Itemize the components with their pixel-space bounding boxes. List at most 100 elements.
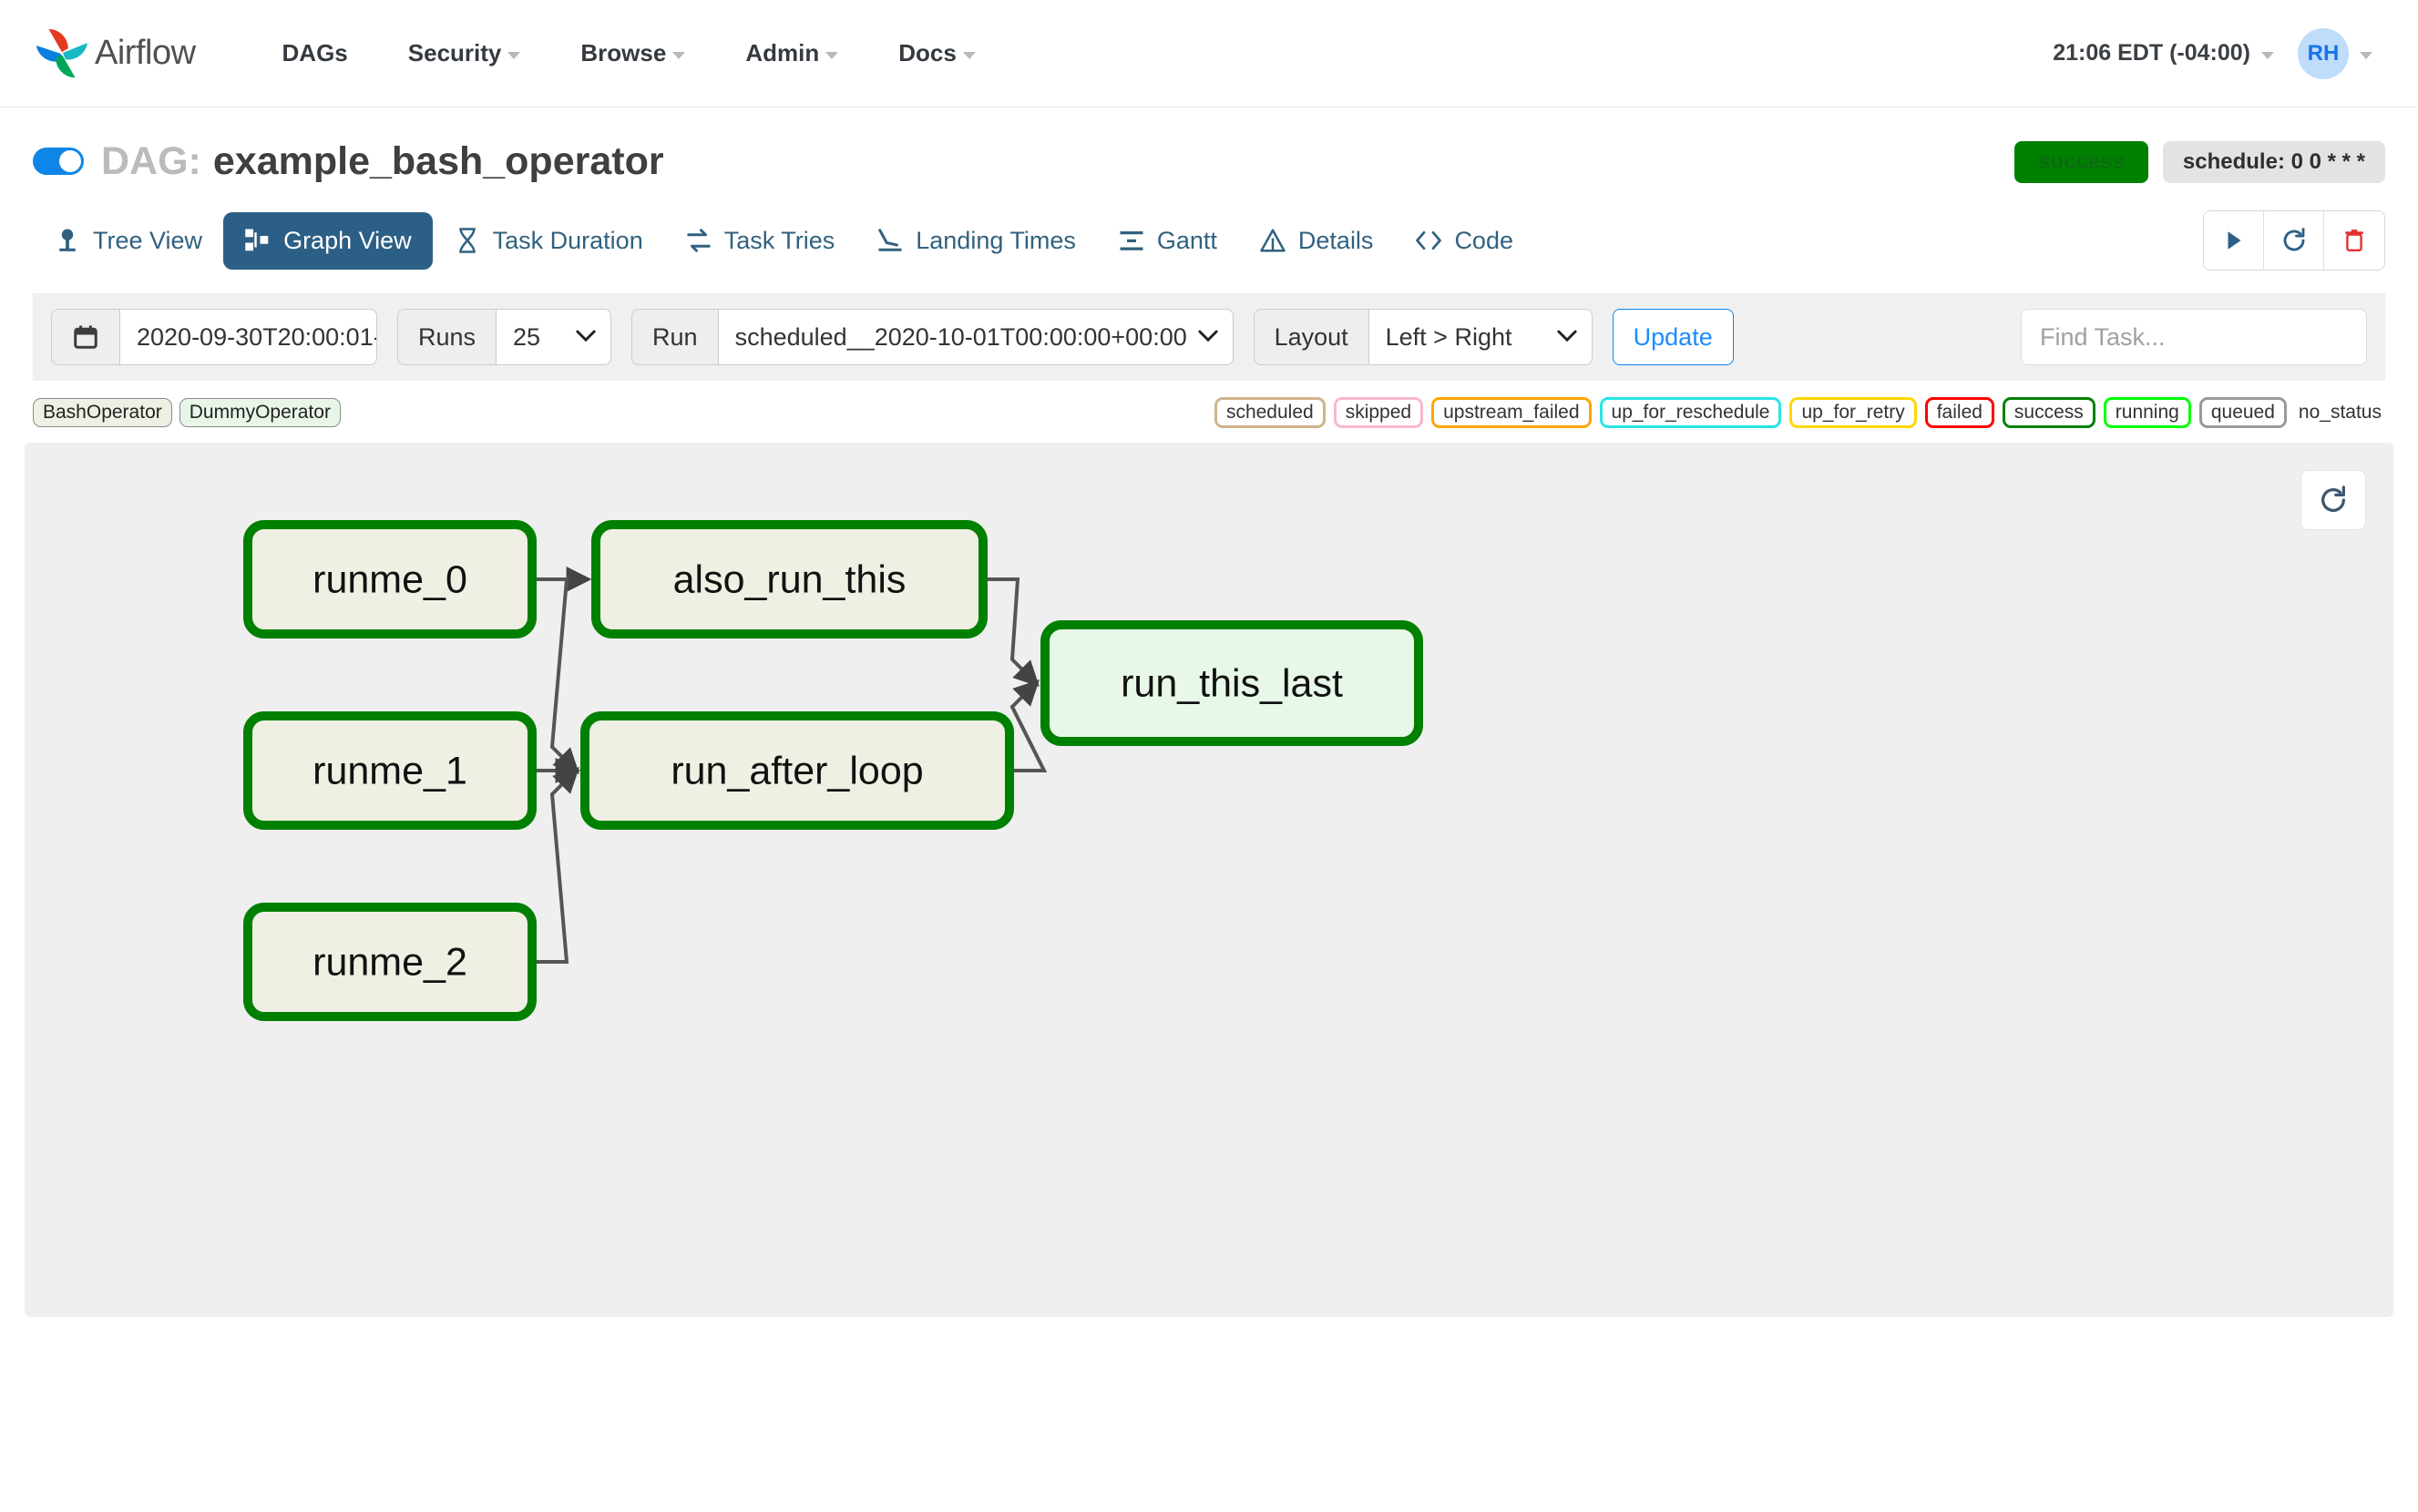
graph-node-label: runme_1 [312,749,467,792]
runs-select[interactable]: 25 [497,309,612,365]
status-legend-scheduled[interactable]: scheduled [1214,397,1326,428]
tab-task-tries[interactable]: Task Tries [664,212,856,270]
graph-node-run_after_loop[interactable]: run_after_loop [580,711,1014,830]
operator-badge-dummyoperator: DummyOperator [179,398,341,427]
nav-item-docs[interactable]: Docs [868,39,1006,67]
nav-item-label: Admin [745,39,820,66]
tab-label: Code [1454,226,1513,254]
graph-node-label: run_after_loop [671,749,923,792]
timezone-menu[interactable]: 21:06 EDT (-04:00) [2053,40,2274,66]
brand-logo-link[interactable]: Airflow [33,26,196,82]
top-navbar: Airflow DAGs Security Browse Admin Docs … [0,0,2418,107]
runs-group: Runs 25 [397,309,612,365]
nav-item-security[interactable]: Security [378,39,551,67]
landing-icon [878,229,902,251]
delete-dag-button[interactable] [2324,211,2384,270]
chevron-down-icon [1197,330,1218,342]
status-badge: success [2014,141,2148,183]
refresh-button[interactable] [2264,211,2324,270]
play-icon [2228,231,2241,250]
dag-graph-canvas[interactable]: runme_0 also_run_this runme_1 run_after_loo… [25,443,2393,1317]
status-legend-skipped[interactable]: skipped [1333,397,1424,428]
nav-item-label: Browse [580,39,667,66]
graph-node-runme_2[interactable]: runme_2 [243,903,537,1021]
nav-links: DAGs Security Browse Admin Docs [252,39,1006,67]
details-icon [1260,229,1286,252]
hourglass-icon [458,228,476,253]
calendar-icon [74,325,97,349]
header-badges: success schedule: 0 0 * * * [2014,139,2385,183]
brand-name: Airflow [95,34,196,72]
calendar-button[interactable] [51,309,120,365]
chevron-down-icon [672,51,686,59]
dag-action-buttons [2203,210,2385,271]
status-legend-up-for-reschedule[interactable]: up_for_reschedule [1599,397,1782,428]
tab-label: Landing Times [916,226,1076,254]
execution-date-group: 2020-09-30T20:00:01-0 [51,309,377,365]
graph-edge-runme_2-to-run_after_loop [536,767,579,964]
chevron-down-icon [1557,330,1577,342]
graph-edge-runme_0-to-run_after_loop [536,577,579,774]
tab-label: Details [1297,226,1374,254]
code-icon [1416,230,1442,250]
status-legend-running[interactable]: running [2103,397,2191,428]
status-legend-failed[interactable]: failed [1924,397,1994,428]
nav-item-label: Security [407,39,502,66]
graph-node-run_this_last[interactable]: run_this_last [1040,620,1423,746]
user-menu[interactable]: RH [2298,27,2372,79]
operator-legend: BashOperator DummyOperator [33,398,341,427]
tree-view-icon [59,229,76,251]
tab-details[interactable]: Details [1238,212,1395,270]
status-legend-success[interactable]: success [2002,397,2095,428]
chevron-down-icon [2261,51,2274,59]
trigger-dag-button[interactable] [2204,211,2264,270]
layout-label: Layout [1253,309,1369,365]
execution-date-input[interactable]: 2020-09-30T20:00:01-0 [120,309,377,365]
trash-icon [2345,230,2363,252]
chevron-down-icon [507,51,521,59]
graph-node-also_run_this[interactable]: also_run_this [591,520,988,639]
graph-refresh-button[interactable] [2300,470,2366,530]
nav-item-label: DAGs [282,39,348,66]
dag-prefix-label: DAG: [101,138,201,183]
status-legend: scheduled skipped upstream_failed up_for… [1214,397,2385,428]
runs-select-value: 25 [513,322,541,351]
status-legend-queued[interactable]: queued [2198,397,2287,428]
find-task-input[interactable]: Find Task... [2021,309,2367,365]
tab-graph-view[interactable]: Graph View [223,211,433,270]
graph-view-icon [245,229,269,251]
gantt-icon [1120,231,1143,250]
tab-label: Graph View [283,226,412,254]
schedule-badge[interactable]: schedule: 0 0 * * * [2162,141,2385,183]
nav-item-dags[interactable]: DAGs [252,39,378,67]
tab-label: Gantt [1156,226,1217,254]
graph-controls-toolbar: 2020-09-30T20:00:01-0 Runs 25 Run schedu… [33,293,2385,381]
update-button[interactable]: Update [1612,309,1734,365]
tab-gantt[interactable]: Gantt [1097,212,1238,270]
tab-landing-times[interactable]: Landing Times [856,212,1097,270]
page-title: example_bash_operator [212,138,664,183]
layout-group: Layout Left > Right [1253,309,1593,365]
tab-tree-view[interactable]: Tree View [33,212,223,270]
status-legend-no-status[interactable]: no_status [2298,402,2382,423]
layout-select[interactable]: Left > Right [1368,309,1593,365]
graph-edge-also_run_this-to-run_this_last [987,577,1040,687]
tab-task-duration[interactable]: Task Duration [433,212,664,270]
status-legend-upstream-failed[interactable]: upstream_failed [1431,397,1592,428]
refresh-icon [2321,485,2345,512]
nav-item-browse[interactable]: Browse [550,39,715,67]
tab-label: Tree View [93,226,203,254]
status-legend-up-for-retry[interactable]: up_for_retry [1789,397,1917,428]
run-select-value: scheduled__2020-10-01T00:00:00+00:00 [734,322,1187,351]
airflow-pinwheel-icon [36,28,87,77]
run-label: Run [631,309,719,365]
clock-label: 21:06 EDT (-04:00) [2053,40,2250,66]
nav-item-admin[interactable]: Admin [715,39,868,67]
chevron-down-icon [825,51,839,59]
run-select[interactable]: scheduled__2020-10-01T00:00:00+00:00 [718,309,1234,365]
graph-node-runme_0[interactable]: runme_0 [243,520,537,639]
graph-node-runme_1[interactable]: runme_1 [243,711,537,830]
dag-pause-toggle[interactable] [33,148,84,175]
graph-node-label: also_run_this [673,557,907,601]
tab-code[interactable]: Code [1394,212,1534,270]
